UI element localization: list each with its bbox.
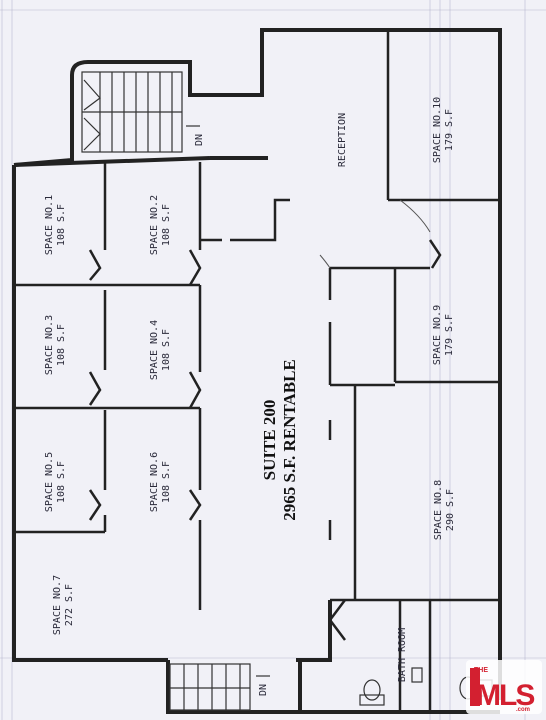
stair-bottom [169, 663, 270, 711]
suite-rentable: 2965 S.F. RENTABLE [280, 359, 299, 521]
space-1-name: SPACE NO.1 [44, 195, 55, 255]
space-5-area: 108 S.F [56, 461, 67, 503]
stair-top [81, 71, 200, 153]
space-2-area: 108 S.F [161, 204, 172, 246]
svg-text:MLS: MLS [476, 679, 534, 712]
suite-label: SUITE 200 2965 S.F. RENTABLE [260, 359, 299, 521]
space-9-area: 179 S.F [444, 314, 455, 356]
space-10-name: SPACE NO.10 [432, 97, 443, 163]
space-7-name: SPACE NO.7 [52, 575, 63, 635]
suite-title: SUITE 200 [260, 400, 279, 481]
reception-label: RECEPTION [337, 113, 348, 167]
space-3-name: SPACE NO.3 [44, 315, 55, 375]
space-4-area: 108 S.F [161, 329, 172, 371]
space-10-area: 179 S.F [444, 109, 455, 151]
space-6-area: 108 S.F [161, 461, 172, 503]
space-8-area: 290 S.F [445, 489, 456, 531]
partitions [14, 30, 500, 712]
outer-walls [12, 28, 502, 714]
bathroom-label: BATH ROOM [397, 628, 408, 682]
stair-top-dn-label: DN [194, 134, 205, 146]
space-6-name: SPACE NO.6 [149, 452, 160, 512]
room-labels: SPACE NO.1 108 S.F SPACE NO.2 108 S.F SP… [44, 97, 456, 696]
space-5-name: SPACE NO.5 [44, 452, 55, 512]
space-2-name: SPACE NO.2 [149, 195, 160, 255]
space-7-area: 272 S.F [64, 584, 75, 626]
mls-logo: THE MLS .com [466, 660, 542, 714]
svg-text:.com: .com [516, 707, 530, 713]
space-4-name: SPACE NO.4 [149, 320, 160, 380]
space-1-area: 108 S.F [56, 204, 67, 246]
stair-bottom-dn-label: DN [258, 684, 269, 696]
space-8-name: SPACE NO.8 [433, 480, 444, 540]
svg-text:THE: THE [474, 667, 488, 674]
space-9-name: SPACE NO.9 [432, 305, 443, 365]
space-3-area: 108 S.F [56, 324, 67, 366]
